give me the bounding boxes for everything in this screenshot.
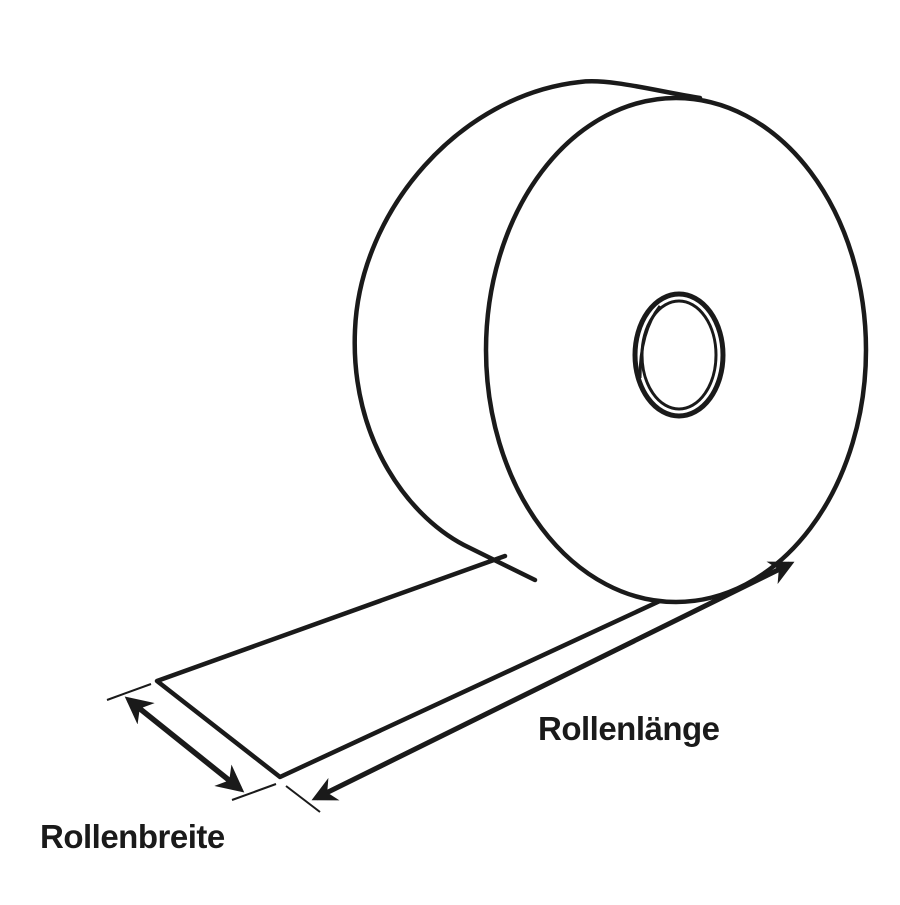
roll-back-edge xyxy=(352,79,703,583)
width-label: Rollenbreite xyxy=(40,818,225,855)
length-label: Rollenlänge xyxy=(538,710,720,747)
roll-core-paper-end xyxy=(638,305,662,379)
length-dimension xyxy=(285,561,795,813)
roll-front-face xyxy=(483,95,869,605)
width-dimension xyxy=(106,683,277,801)
width-arrow xyxy=(124,696,245,793)
roll-core xyxy=(632,291,726,419)
length-arrow xyxy=(311,561,795,801)
